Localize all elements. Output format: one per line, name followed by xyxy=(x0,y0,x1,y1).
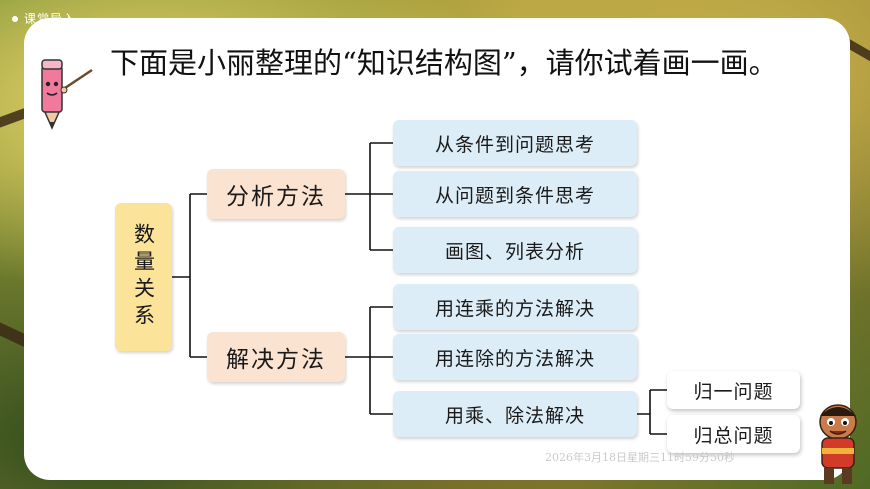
branch-node-analysis: 分析方法 xyxy=(207,169,345,219)
bullet-icon xyxy=(12,15,18,22)
branch-node-solution: 解决方法 xyxy=(207,332,345,382)
leaf-node: 用连乘的方法解决 xyxy=(393,284,637,330)
leaf-node: 从问题到条件思考 xyxy=(393,171,637,217)
pencil-mascot-icon xyxy=(41,59,93,130)
sub-leaf-node: 归总问题 xyxy=(667,415,800,453)
timestamp-watermark: 2026年3月18日星期三11时59分50秒 xyxy=(545,451,735,464)
leaf-node: 画图、列表分析 xyxy=(393,227,637,273)
analysis-connector xyxy=(345,142,393,251)
leaf-node: 用乘、除法解决 xyxy=(393,391,637,437)
root-connector xyxy=(172,193,207,358)
cartoon-character-icon xyxy=(819,404,857,484)
leaf-node: 用连除的方法解决 xyxy=(393,334,637,380)
sub-leaf-node: 归一问题 xyxy=(667,371,800,409)
sub-connector xyxy=(637,389,667,435)
solution-connector xyxy=(345,306,393,415)
leaf-node: 从条件到问题思考 xyxy=(393,120,637,166)
prompt-text: 下面是小丽整理的“知识结构图”，请你试着画一画。 xyxy=(110,46,778,80)
diagram-root-node: 数量关系 xyxy=(115,203,172,351)
